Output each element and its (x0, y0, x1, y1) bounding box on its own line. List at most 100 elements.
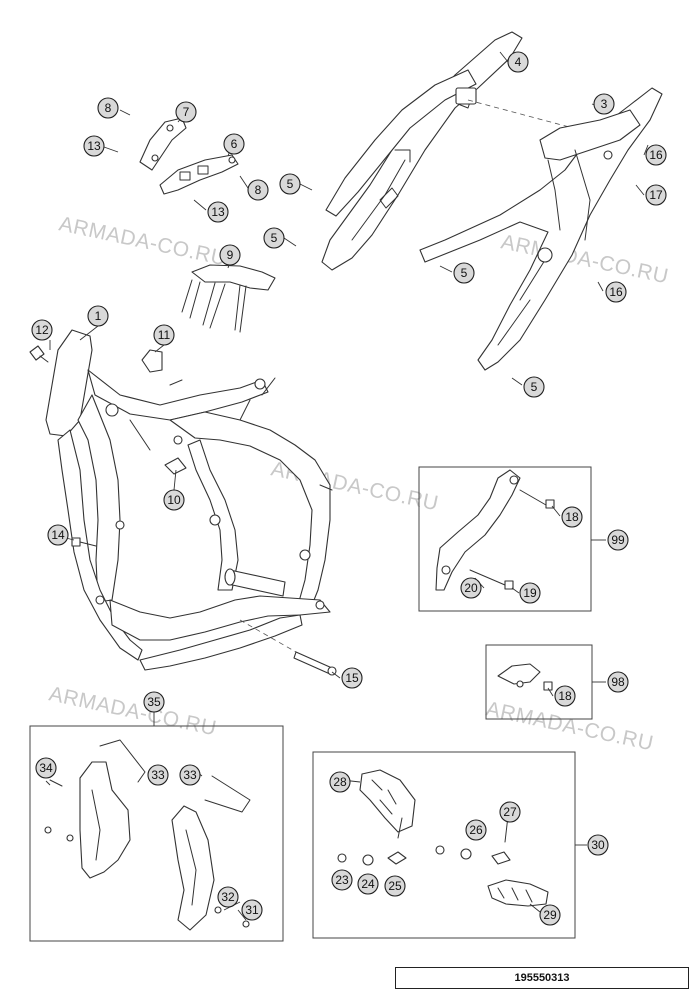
bushing-11 (164, 435, 187, 475)
clamp-10 (141, 349, 183, 386)
callout-16a: 16 (645, 144, 667, 166)
svg-text:14: 14 (51, 528, 65, 542)
callout-25: 25 (384, 875, 406, 897)
svg-text:20: 20 (464, 581, 478, 595)
svg-text:99: 99 (611, 533, 625, 547)
svg-text:5: 5 (531, 380, 538, 394)
svg-text:12: 12 (35, 323, 49, 337)
callout-13b: 13 (207, 201, 229, 223)
svg-text:25: 25 (388, 879, 402, 893)
svg-text:6: 6 (231, 137, 238, 151)
watermark-5: ARMADA-CO.RU (484, 697, 656, 755)
callout-4: 4 (507, 51, 529, 73)
callout-19: 19 (519, 582, 541, 604)
callout-17: 17 (645, 184, 667, 206)
document-number: 195550313 (395, 967, 689, 989)
svg-text:4: 4 (515, 55, 522, 69)
callout-9: 9 (219, 244, 241, 266)
sidestand-bracket (435, 469, 555, 591)
svg-text:18: 18 (565, 510, 579, 524)
bracket-7 (139, 117, 187, 171)
footrest-set (337, 769, 549, 907)
callout-18a: 18 (561, 506, 583, 528)
svg-text:3: 3 (601, 97, 608, 111)
callout-8a: 8 (97, 97, 119, 119)
svg-text:5: 5 (287, 177, 294, 191)
bolt-14 (71, 537, 97, 547)
callout-3: 3 (593, 93, 615, 115)
group-box-30 (312, 751, 576, 939)
watermark-1: ARMADA-CO.RU (57, 212, 229, 270)
group-box-35 (29, 725, 284, 942)
svg-text:98: 98 (611, 675, 625, 689)
svg-text:17: 17 (649, 188, 663, 202)
svg-text:16: 16 (649, 148, 663, 162)
svg-text:9: 9 (227, 248, 234, 262)
callout-15: 15 (341, 667, 363, 689)
main-frame (45, 329, 333, 671)
svg-text:31: 31 (245, 903, 259, 917)
callout-5b: 5 (263, 227, 285, 249)
watermark-4: ARMADA-CO.RU (47, 682, 219, 740)
chain-guide-98 (497, 663, 553, 691)
svg-text:13: 13 (211, 205, 225, 219)
svg-text:7: 7 (183, 105, 190, 119)
svg-text:8: 8 (105, 101, 112, 115)
callout-35: 35 (143, 691, 165, 713)
callouts: 1 12 11 10 14 15 8 7 13 6 8 13 9 4 3 5 5… (31, 51, 667, 926)
svg-text:23: 23 (335, 873, 349, 887)
callout-29: 29 (539, 904, 561, 926)
callout-28: 28 (329, 771, 351, 793)
bracket-9 (181, 264, 276, 333)
callout-34: 34 (35, 757, 57, 779)
subframe-left (321, 31, 523, 271)
svg-text:19: 19 (523, 586, 537, 600)
svg-text:32: 32 (221, 890, 235, 904)
frame-protector-set (44, 739, 251, 931)
svg-text:8: 8 (255, 183, 262, 197)
svg-text:34: 34 (39, 761, 53, 775)
svg-text:29: 29 (543, 908, 557, 922)
callout-13a: 13 (83, 135, 105, 157)
svg-text:33: 33 (151, 768, 165, 782)
callout-5d: 5 (523, 376, 545, 398)
callout-24: 24 (357, 873, 379, 895)
callout-23: 23 (331, 869, 353, 891)
svg-text:28: 28 (333, 775, 347, 789)
svg-text:35: 35 (147, 695, 161, 709)
svg-text:18: 18 (558, 689, 572, 703)
callout-5a: 5 (279, 173, 301, 195)
callout-5c: 5 (453, 262, 475, 284)
callout-6: 6 (223, 133, 245, 155)
callout-30: 30 (587, 834, 609, 856)
callout-31: 31 (241, 899, 263, 921)
svg-text:15: 15 (345, 671, 359, 685)
callout-11: 10 (163, 489, 185, 511)
callout-32: 32 (217, 886, 239, 908)
subframe-right (419, 87, 663, 371)
callout-27: 27 (499, 801, 521, 823)
svg-text:1: 1 (95, 309, 102, 323)
svg-text:10: 10 (167, 493, 181, 507)
callout-12: 12 (31, 319, 53, 341)
callout-98: 98 (607, 671, 629, 693)
screw-12 (29, 345, 49, 363)
svg-text:5: 5 (271, 231, 278, 245)
svg-text:11: 11 (158, 328, 171, 342)
callout-33b: 33 (179, 764, 201, 786)
svg-text:27: 27 (503, 805, 517, 819)
callout-7: 7 (175, 101, 197, 123)
callout-20: 20 (460, 577, 482, 599)
callout-10: 11 (153, 324, 175, 346)
callout-16b: 16 (605, 281, 627, 303)
svg-text:5: 5 (461, 266, 468, 280)
svg-text:16: 16 (609, 285, 623, 299)
svg-text:13: 13 (87, 139, 101, 153)
bracket-6 (159, 154, 239, 195)
svg-text:24: 24 (361, 877, 375, 891)
callout-26: 26 (465, 819, 487, 841)
svg-text:33: 33 (183, 768, 197, 782)
callout-1: 1 (87, 305, 109, 327)
callout-18b: 18 (554, 685, 576, 707)
